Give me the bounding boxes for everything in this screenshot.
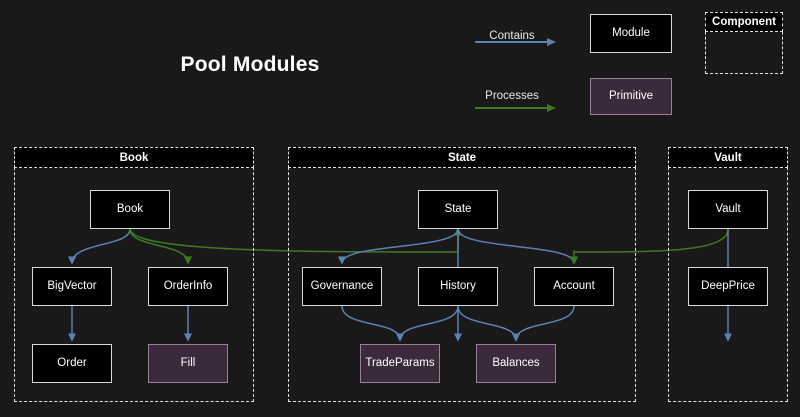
node-fill[interactable]: Fill [148,344,228,383]
group-header-book: Book [14,147,254,168]
node-label: State [444,203,472,216]
node-tradeparams[interactable]: TradeParams [360,344,440,383]
legend-module-label: Module [612,27,650,40]
node-label: TradeParams [365,357,435,370]
legend-contains-line [475,41,547,43]
node-order[interactable]: Order [32,344,112,383]
node-label: Fill [180,357,196,370]
node-label: Account [553,280,595,293]
node-label: Balances [492,357,540,370]
group-label: State [447,151,477,164]
legend-processes-line [475,107,547,109]
node-history[interactable]: History [418,267,498,306]
node-label: Governance [310,280,374,293]
legend-processes-arrowhead [547,103,556,112]
node-orderinfo[interactable]: OrderInfo [148,267,228,306]
node-account[interactable]: Account [534,267,614,306]
group-label: Vault [714,151,742,164]
page-title: Pool Modules [180,53,320,76]
legend-contains-label: Contains [489,30,535,42]
node-label: OrderInfo [163,280,213,293]
legend-contains-arrowhead [547,37,556,46]
legend-primitive-label: Primitive [608,90,654,103]
legend-processes-label: Processes [485,90,539,102]
node-vault[interactable]: Vault [688,190,768,229]
group-header-vault: Vault [668,147,788,168]
node-label: Order [57,357,87,370]
node-label: Book [116,203,144,216]
node-book[interactable]: Book [90,190,170,229]
node-state[interactable]: State [418,190,498,229]
legend-component-header: Component [705,12,783,32]
legend-component-label: Component [712,16,776,28]
node-label: History [440,280,476,293]
node-label: DeepPrice [701,280,755,293]
node-label: BigVector [47,280,97,293]
legend-primitive-box: Primitive [590,78,672,115]
node-balances[interactable]: Balances [476,344,556,383]
group-label: Book [119,151,149,164]
node-bigvector[interactable]: BigVector [32,267,112,306]
group-header-state: State [288,147,636,168]
node-governance[interactable]: Governance [302,267,382,306]
node-deepprice[interactable]: DeepPrice [688,267,768,306]
node-label: Vault [715,203,741,216]
legend-module-box: Module [590,14,672,53]
